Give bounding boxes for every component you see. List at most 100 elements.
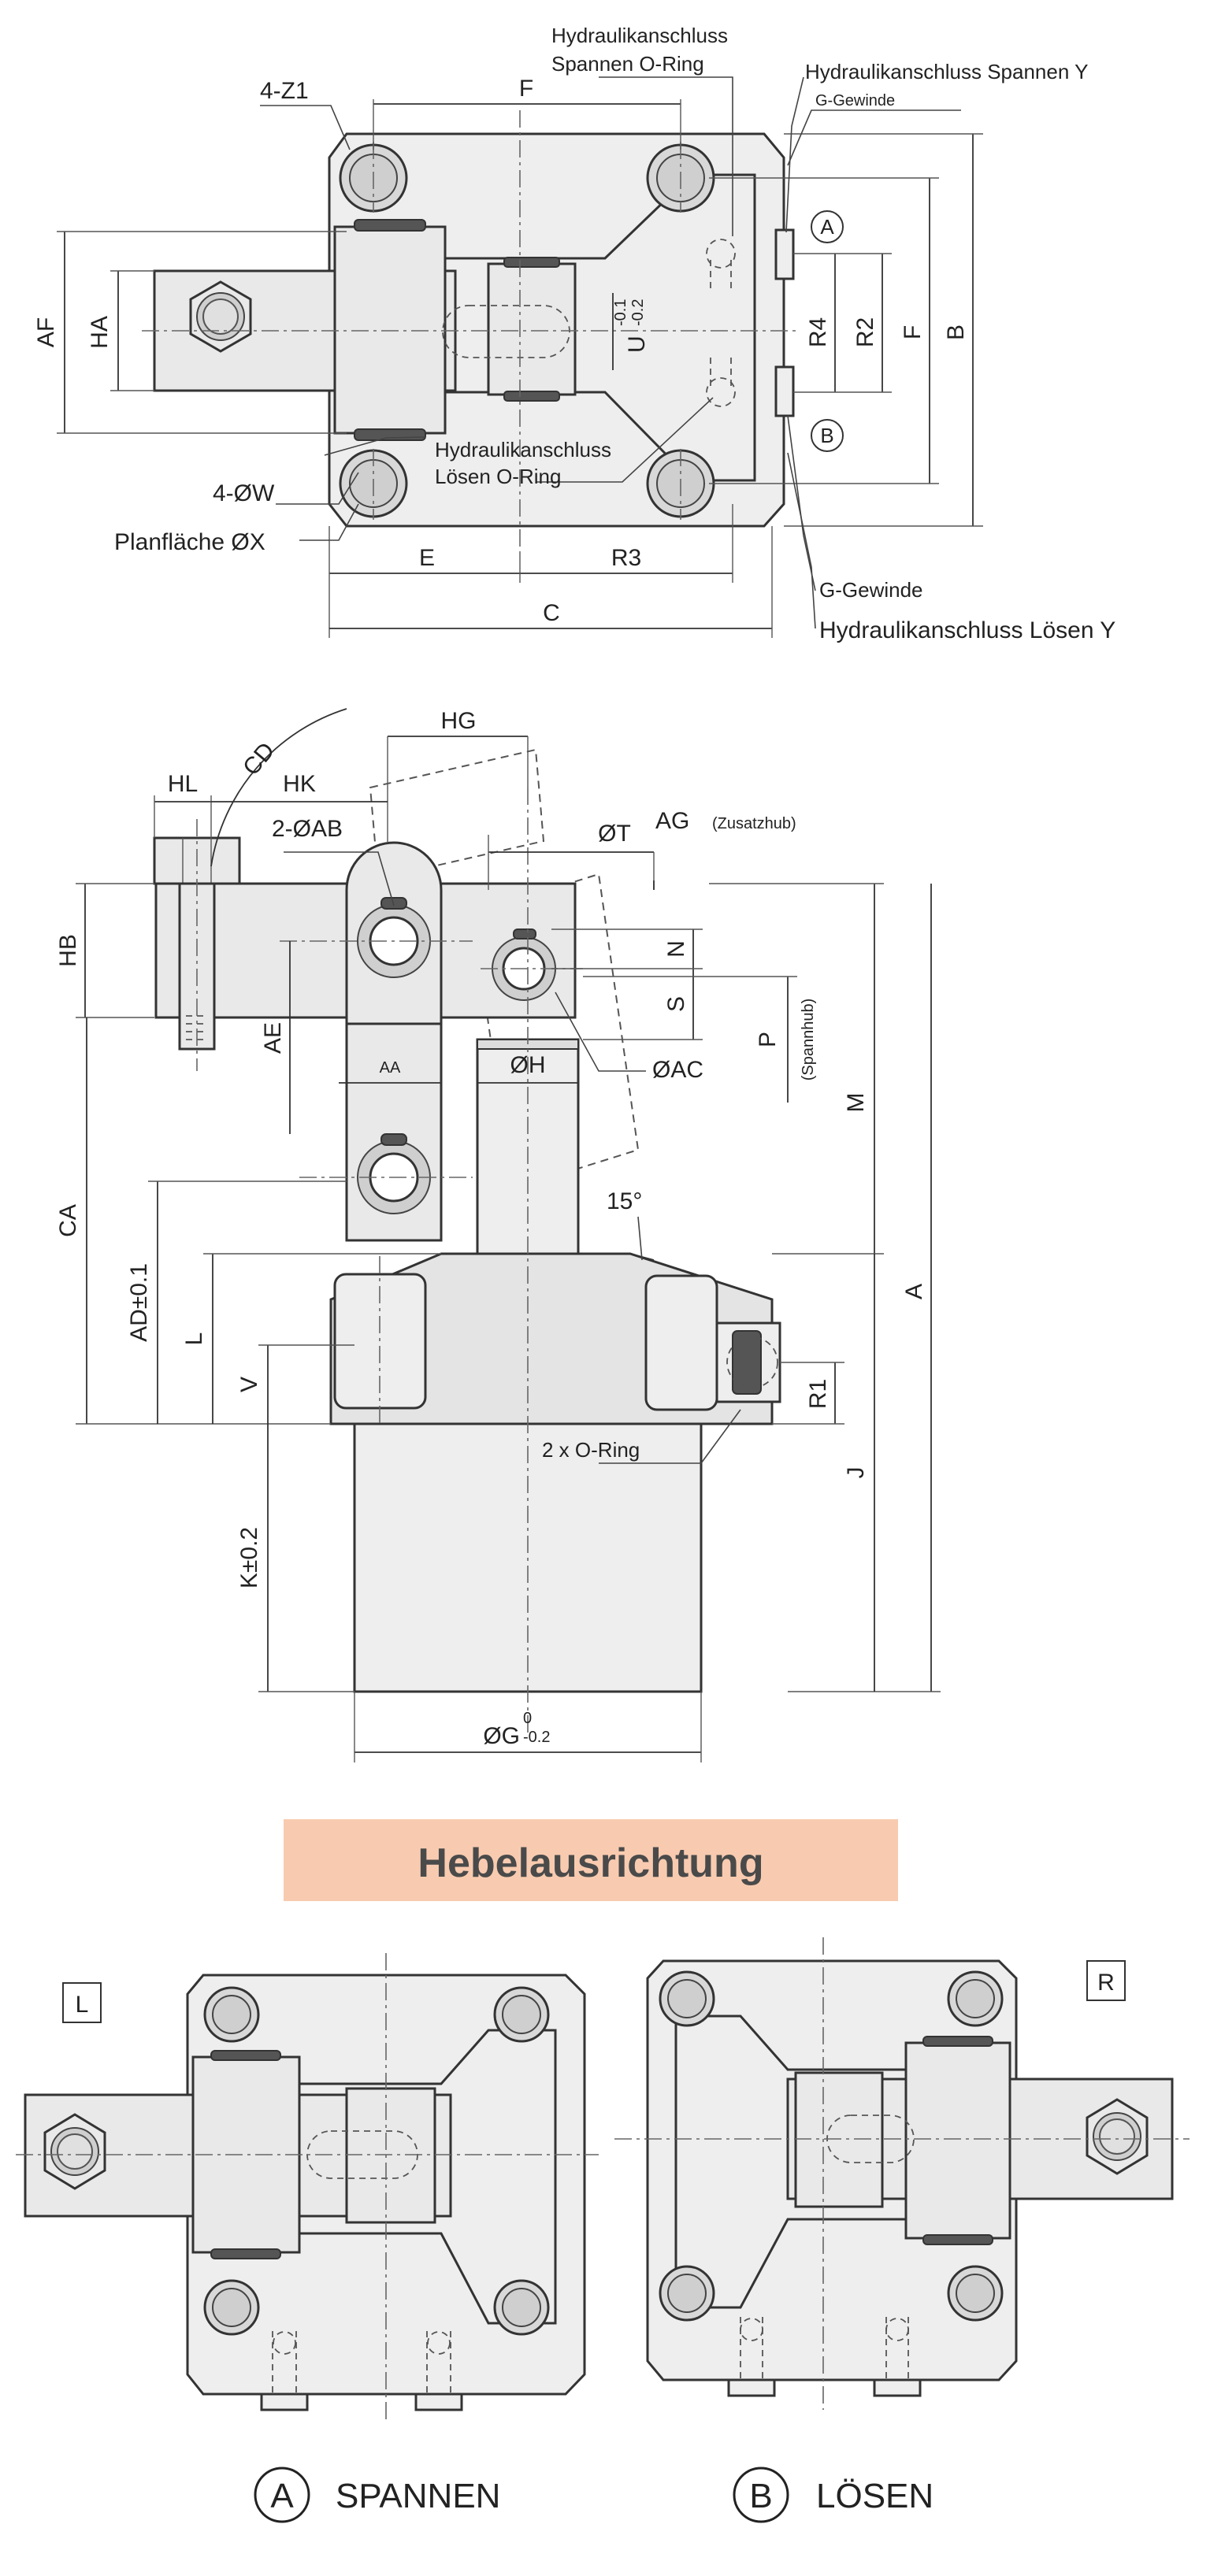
top-bearing-cap bbox=[354, 428, 426, 441]
leader-ab bbox=[284, 851, 395, 906]
label-h: ØH bbox=[510, 1052, 546, 1078]
label-cd: CD bbox=[238, 738, 280, 780]
label-k: K±0.2 bbox=[236, 1527, 262, 1588]
orientation-banner bbox=[284, 1819, 898, 1901]
leader-oring-b bbox=[700, 1409, 741, 1464]
ext-r2 bbox=[844, 253, 892, 393]
tag-l-box bbox=[62, 1982, 102, 2023]
l-bearing-cap bbox=[210, 2248, 281, 2259]
label-af: AF bbox=[33, 317, 59, 347]
r-bearing-cap bbox=[922, 2036, 993, 2047]
label-b: B bbox=[943, 324, 969, 340]
label-s: S bbox=[663, 996, 689, 1012]
leader-angle bbox=[637, 1216, 643, 1261]
top-link-cap bbox=[503, 257, 560, 268]
label-ac: ØAC bbox=[652, 1057, 703, 1083]
r-bearing-cap bbox=[922, 2234, 993, 2245]
r-port-oring bbox=[885, 2318, 909, 2341]
leader-port-b-oring bbox=[536, 397, 714, 483]
legend-a-symbol: A bbox=[270, 2477, 294, 2515]
label-hb: HB bbox=[55, 934, 81, 967]
r-hole-inner bbox=[956, 2274, 995, 2313]
side-view: HG HL CD HK 2-ØAB ØT AG (Zusatzhub) HB N… bbox=[55, 708, 941, 1762]
port-b-body bbox=[774, 365, 795, 417]
hole-centerlines bbox=[373, 142, 681, 520]
circle-a-marker bbox=[811, 210, 844, 243]
r-slot bbox=[826, 2115, 915, 2163]
legend-b-label: LÖSEN bbox=[816, 2477, 933, 2515]
label-spannhub: (Spannhub) bbox=[800, 999, 817, 1081]
label-l: L bbox=[181, 1332, 207, 1346]
label-port-a-y: Hydraulikanschluss Spannen Y bbox=[805, 60, 1088, 83]
label-hl: HL bbox=[168, 771, 198, 797]
label-port-a-oring-2: Spannen O-Ring bbox=[551, 52, 704, 76]
label-ab: 2-ØAB bbox=[272, 816, 343, 842]
top-link-cap bbox=[503, 391, 560, 402]
r-port bbox=[873, 2378, 922, 2397]
l-bearing-cap bbox=[210, 2050, 281, 2061]
ext-hb bbox=[76, 883, 154, 1018]
leader-port-a-oring bbox=[599, 76, 733, 236]
label-ag: AG bbox=[655, 808, 689, 834]
top-bolt-face bbox=[202, 298, 239, 335]
label-g-tol-lower: -0.2 bbox=[523, 1729, 550, 1746]
r-hole-inner bbox=[667, 1979, 707, 2018]
top-slot bbox=[442, 305, 570, 358]
ext-s bbox=[551, 968, 703, 1040]
leader-port-a-y bbox=[785, 76, 804, 233]
label-g-tol-upper: 0 bbox=[523, 1710, 532, 1727]
tag-l: L bbox=[76, 1992, 89, 2018]
ext-hg bbox=[387, 736, 529, 843]
l-port bbox=[260, 2393, 309, 2411]
r-link bbox=[794, 2071, 884, 2208]
top-leaders bbox=[260, 76, 961, 629]
r-bolt-face bbox=[1099, 2118, 1135, 2155]
l-hole-inner bbox=[502, 2288, 541, 2327]
label-u-tol-upper: -0.1 bbox=[612, 299, 629, 326]
leader-oring-b-left bbox=[324, 436, 426, 456]
l-port bbox=[414, 2393, 463, 2411]
label-ae: AE bbox=[260, 1022, 286, 1054]
label-ag-note: (Zusatzhub) bbox=[712, 815, 796, 832]
label-hk: HK bbox=[283, 771, 316, 797]
label-g-gewinde-bottom: G-Gewinde bbox=[819, 578, 923, 602]
label-g-gewinde-top: G-Gewinde bbox=[815, 92, 895, 109]
r-bearing bbox=[904, 2041, 1011, 2240]
legend: A SPANNEN B LÖSEN bbox=[254, 2467, 933, 2523]
circle-a-text: A bbox=[820, 215, 834, 239]
leader-x bbox=[299, 503, 359, 541]
l-hole-inner bbox=[502, 1995, 541, 2034]
top-view: A B 4-Z1 F Hydraulikanschluss Spannen O-… bbox=[33, 24, 1115, 643]
label-r2: R2 bbox=[852, 317, 878, 347]
l-slot bbox=[306, 2130, 418, 2179]
leader-port-b-y bbox=[787, 452, 816, 629]
r-hole-inner bbox=[667, 2274, 707, 2313]
leader-g-top bbox=[787, 109, 961, 166]
label-w: 4-ØW bbox=[213, 480, 275, 506]
port-b-oring bbox=[706, 377, 736, 407]
ext-r4 bbox=[793, 253, 844, 393]
orientation-left: L bbox=[16, 1953, 599, 2422]
port-drill-hidden bbox=[710, 260, 732, 386]
l-bolt-face bbox=[57, 2133, 93, 2170]
circle-b-text: B bbox=[820, 424, 833, 447]
ext-g bbox=[354, 1692, 702, 1762]
ext-f-top bbox=[373, 99, 681, 150]
ext-b bbox=[784, 133, 983, 527]
tag-r: R bbox=[1097, 1970, 1115, 1996]
r-hole-inner bbox=[956, 1979, 995, 2018]
r-port bbox=[727, 2378, 776, 2397]
port-fitting-core bbox=[732, 1330, 762, 1395]
port-a-body bbox=[774, 228, 795, 280]
pin-centerlines bbox=[280, 940, 583, 1178]
tag-r-box bbox=[1086, 1960, 1126, 2001]
label-hg: HG bbox=[441, 708, 477, 734]
label-g: ØG bbox=[483, 1723, 520, 1749]
label-t: ØT bbox=[598, 821, 631, 847]
label-aa: AA bbox=[380, 1059, 401, 1077]
ext-r1 bbox=[772, 1362, 844, 1425]
label-j: J bbox=[843, 1467, 869, 1479]
top-dimensions bbox=[57, 99, 983, 638]
label-n: N bbox=[663, 940, 689, 958]
